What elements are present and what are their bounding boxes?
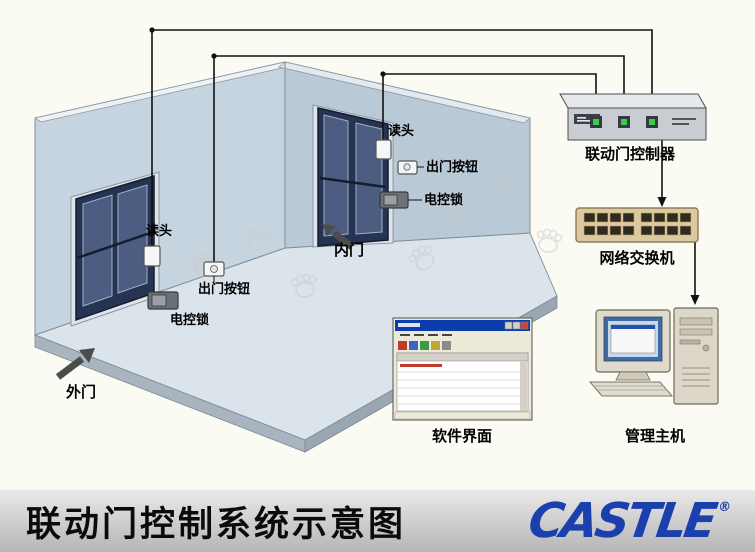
right-wall-top: [278, 61, 531, 124]
wiring: [151, 29, 696, 296]
label-inner-reader: 读头: [388, 124, 415, 139]
outer-door: [70, 171, 160, 327]
switch-ports: [583, 212, 692, 236]
wiring-junction-dots: [149, 27, 386, 77]
inner-door-devices: [375, 139, 424, 209]
network-switch-device: [575, 207, 699, 243]
diagram-drawing: [33, 27, 719, 453]
inner-door: [312, 104, 394, 248]
door-controller-device: [559, 93, 707, 141]
label-outer-reader: 读头: [146, 224, 173, 239]
inner-card-reader: [375, 139, 392, 160]
label-software-interface: 软件界面: [431, 427, 493, 445]
label-outer-exit-button: 出门按钮: [198, 282, 251, 297]
outer-card-reader: [143, 245, 161, 267]
software-toolbar-icons: [398, 341, 451, 350]
label-door-controller: 联动门控制器: [584, 145, 676, 163]
software-window: [392, 317, 533, 421]
registered-trademark-symbol: ®: [716, 500, 732, 515]
label-inner-exit-button: 出门按钮: [426, 160, 479, 175]
label-outer-door: 外门: [66, 383, 97, 401]
software-title-bar: [395, 320, 530, 331]
label-network-switch: 网络交换机: [599, 249, 675, 267]
label-outer-lock: 电控锁: [170, 313, 210, 328]
room-structure: [33, 61, 558, 453]
label-inner-door: 内门: [334, 241, 365, 259]
outer-door-devices: [143, 245, 225, 310]
footer-bar: 联动门控制系统示意图 CASTLE®: [0, 488, 755, 552]
computer-keyboard: [588, 381, 674, 397]
brand-logo-text: CASTLE: [525, 493, 718, 549]
brand-logo: CASTLE®: [525, 493, 733, 549]
label-inner-lock: 电控锁: [424, 193, 464, 208]
controller-led-indicators: [590, 116, 658, 128]
diagram-title: 联动门控制系统示意图: [26, 504, 407, 545]
label-management-host: 管理主机: [624, 427, 686, 445]
management-computer: [588, 307, 719, 405]
direction-arrows: [55, 224, 355, 380]
